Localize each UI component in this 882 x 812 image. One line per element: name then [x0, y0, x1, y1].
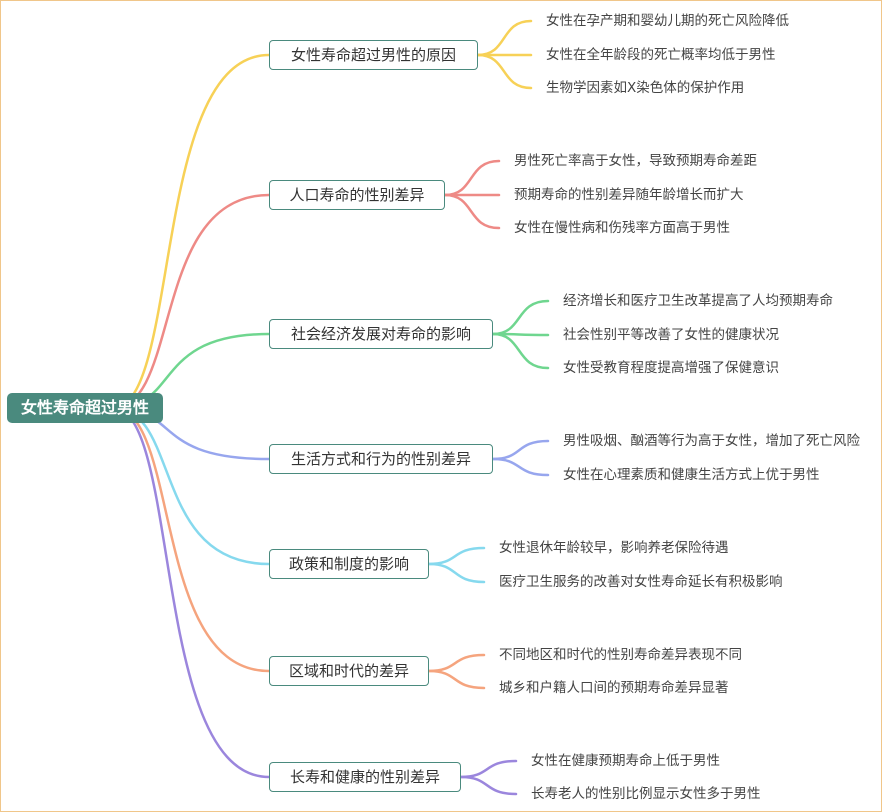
branch-connector	[111, 406, 271, 566]
branch-connector	[111, 406, 271, 673]
branch-node-gender-gap[interactable]: 人口寿命的性别差异	[269, 180, 445, 210]
leaf-connector	[491, 457, 550, 477]
leaf-connector	[459, 775, 518, 796]
branch-node-region-era[interactable]: 区域和时代的差异	[269, 656, 429, 686]
root-node-label: 女性寿命超过男性	[20, 398, 149, 417]
branch-label: 社会经济发展对寿命的影响	[290, 325, 471, 343]
branch-label: 人口寿命的性别差异	[289, 186, 425, 204]
branch-connector	[111, 406, 271, 779]
branch-label: 长寿和健康的性别差异	[289, 768, 440, 786]
leaf-item[interactable]: 经济增长和医疗卫生改革提高了人均预期寿命	[563, 293, 833, 309]
leaf-item[interactable]: 城乡和户籍人口间的预期寿命差异显著	[499, 680, 729, 696]
leaf-item[interactable]: 长寿老人的性别比例显示女性多于男性	[531, 786, 761, 802]
leaf-item[interactable]: 不同地区和时代的性别寿命差异表现不同	[499, 647, 742, 663]
branch-node-lifestyle[interactable]: 生活方式和行为的性别差异	[269, 444, 493, 474]
leaf-item[interactable]: 男性死亡率高于女性，导致预期寿命差距	[514, 153, 757, 169]
branch-node-longevity-health[interactable]: 长寿和健康的性别差异	[269, 762, 461, 792]
branch-label: 政策和制度的影响	[288, 555, 409, 573]
root-node[interactable]: 女性寿命超过男性	[7, 393, 163, 423]
leaf-connector	[491, 332, 550, 370]
leaf-connector	[491, 299, 550, 336]
branch-node-policy[interactable]: 政策和制度的影响	[269, 549, 429, 579]
branch-label: 女性寿命超过男性的原因	[290, 46, 456, 64]
leaf-connector	[459, 759, 518, 779]
branch-connector	[111, 193, 271, 410]
leaf-item[interactable]: 预期寿命的性别差异随年龄增长而扩大	[514, 187, 744, 203]
leaf-item[interactable]: 女性在孕产期和婴幼儿期的死亡风险降低	[546, 13, 789, 29]
leaf-connector	[443, 193, 501, 230]
leaf-item[interactable]: 社会性别平等改善了女性的健康状况	[563, 327, 779, 343]
branch-node-socioeconomic[interactable]: 社会经济发展对寿命的影响	[269, 319, 493, 349]
leaf-item[interactable]: 女性受教育程度提高增强了保健意识	[563, 360, 779, 376]
leaf-connector	[427, 546, 486, 566]
leaf-item[interactable]: 女性在心理素质和健康生活方式上优于男性	[563, 467, 820, 483]
leaf-item[interactable]: 女性退休年龄较早，影响养老保险待遇	[499, 540, 729, 556]
leaf-connector	[476, 53, 533, 90]
leaf-connector	[427, 562, 486, 584]
leaf-item[interactable]: 男性吸烟、酗酒等行为高于女性，增加了死亡风险	[563, 433, 860, 449]
leaf-connector	[427, 653, 486, 673]
leaf-item[interactable]: 女性在全年龄段的死亡概率均低于男性	[546, 47, 776, 63]
leaf-connector	[476, 19, 533, 57]
branch-node-causes[interactable]: 女性寿命超过男性的原因	[269, 40, 478, 70]
leaf-item[interactable]: 女性在慢性病和伤残率方面高于男性	[514, 220, 730, 236]
leaf-item[interactable]: 女性在健康预期寿命上低于男性	[531, 753, 720, 769]
branch-connector	[111, 53, 271, 410]
branch-label: 生活方式和行为的性别差异	[290, 450, 471, 468]
leaf-connector	[443, 159, 501, 197]
leaf-item[interactable]: 生物学因素如X染色体的保护作用	[546, 80, 745, 96]
leaf-item[interactable]: 医疗卫生服务的改善对女性寿命延长有积极影响	[499, 574, 783, 590]
leaf-connector	[491, 439, 550, 461]
leaf-connector	[427, 669, 486, 690]
branch-label: 区域和时代的差异	[288, 662, 409, 680]
